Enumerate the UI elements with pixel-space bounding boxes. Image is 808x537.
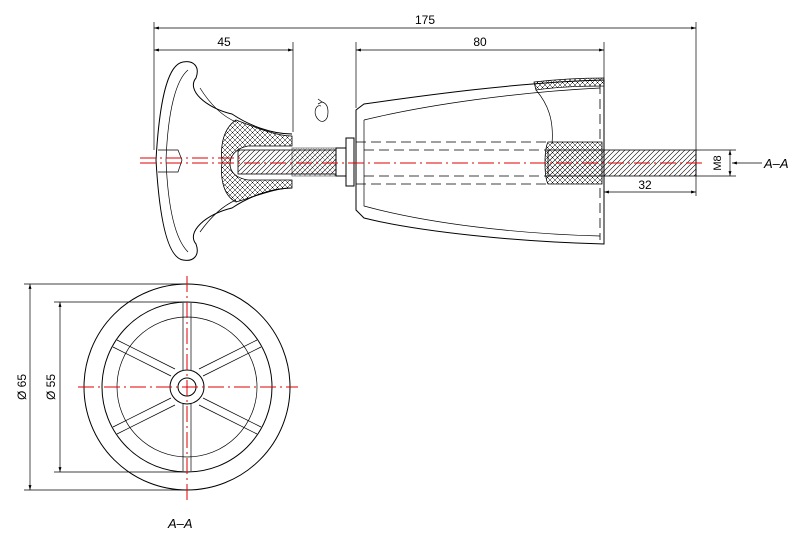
dim-total-length: 175 xyxy=(415,13,435,27)
collar xyxy=(335,147,347,177)
rod-end-section xyxy=(291,147,337,177)
section-view-label: A–A xyxy=(167,516,193,531)
dimensions: 175 45 80 32 M8 A–A Ø 65 Ø 55 xyxy=(15,13,789,491)
side-view xyxy=(140,61,706,261)
nut xyxy=(345,137,355,187)
dim-handle-length: 45 xyxy=(217,35,231,49)
handle-knob xyxy=(155,61,293,261)
section-marker: A–A xyxy=(763,156,789,171)
spokes xyxy=(112,303,262,471)
section-view: A–A xyxy=(78,276,298,531)
handle-bushing-section xyxy=(221,119,293,203)
body-wall-section xyxy=(533,77,605,91)
rotation-arrow-icon xyxy=(314,101,329,122)
dim-shaft-length: 32 xyxy=(638,178,652,192)
dim-body-length: 80 xyxy=(473,35,487,49)
dim-inner-diameter: Ø 55 xyxy=(44,374,58,400)
dim-thread: M8 xyxy=(712,155,724,170)
dim-outer-diameter: Ø 65 xyxy=(15,374,29,400)
